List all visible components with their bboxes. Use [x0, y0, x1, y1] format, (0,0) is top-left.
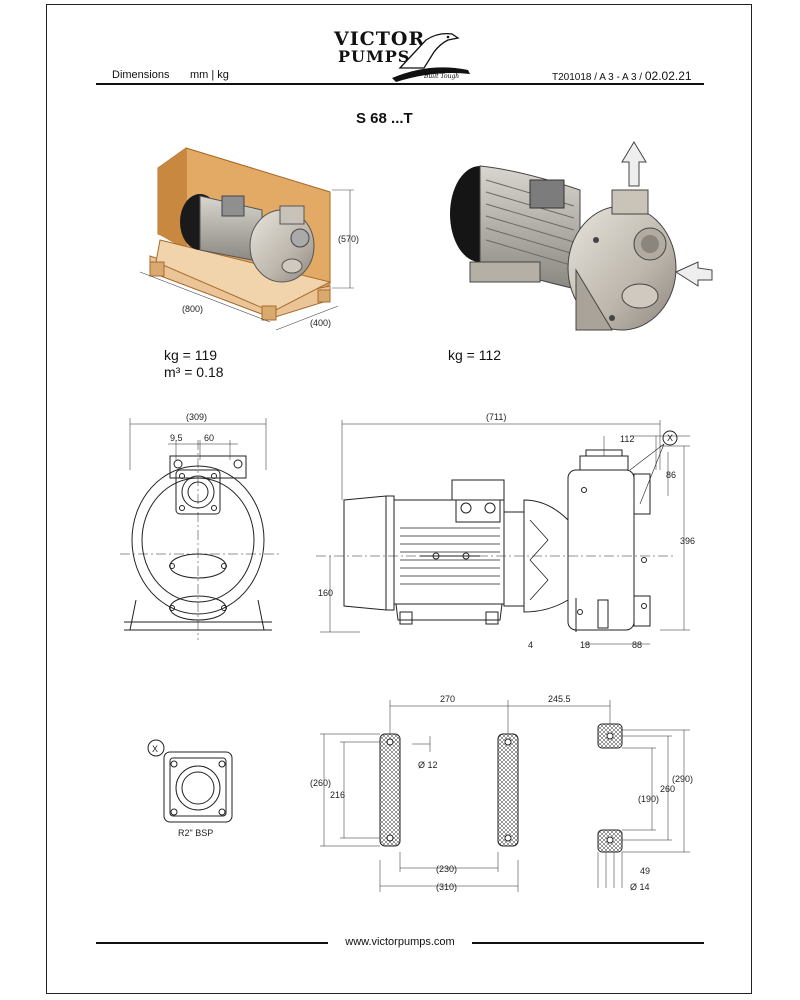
svg-text:160: 160 — [318, 588, 333, 598]
svg-text:X: X — [667, 433, 673, 443]
eagle-icon: Built Tough — [392, 32, 470, 82]
svg-text:(190): (190) — [638, 794, 659, 804]
svg-text:(711): (711) — [486, 412, 506, 422]
victor-pumps-logo: VICTOR PUMPS Built Tough — [334, 28, 474, 84]
flange-thread-label: R2" BSP — [178, 828, 213, 838]
svg-text:(800): (800) — [182, 304, 203, 314]
svg-text:245.5: 245.5 — [548, 694, 571, 704]
svg-text:Built Tough: Built Tough — [423, 73, 459, 80]
outlet-arrow-icon — [621, 141, 647, 187]
svg-text:(309): (309) — [186, 412, 207, 422]
feet-plan-dims: 270 245.5 Ø 12 (260) 216 (230) (310) (19… — [310, 694, 693, 892]
svg-text:88: 88 — [632, 640, 642, 650]
svg-text:396: 396 — [680, 536, 695, 546]
inlet-arrow-icon — [674, 261, 713, 287]
footer-website: www.victorpumps.com — [345, 936, 455, 948]
feet-plan — [320, 700, 690, 892]
units-label: mm | kg — [190, 69, 229, 81]
svg-text:(290): (290) — [672, 774, 693, 784]
pump-illustration — [450, 165, 677, 331]
svg-text:(570): (570) — [338, 234, 359, 244]
svg-text:(260): (260) — [310, 778, 331, 788]
doc-date: 02.02.21 — [644, 69, 692, 83]
dimensions-label: Dimensions — [112, 69, 170, 81]
svg-text:(310): (310) — [436, 882, 457, 892]
side-view — [316, 420, 690, 645]
svg-text:9.5: 9.5 — [170, 433, 183, 443]
packaged-weight: kg = 119 m³ = 0.18 — [164, 347, 224, 380]
svg-text:4: 4 — [528, 640, 533, 650]
svg-text:216: 216 — [330, 790, 345, 800]
page-frame — [46, 4, 752, 994]
header-rule — [96, 83, 704, 85]
svg-text:49: 49 — [640, 866, 650, 876]
front-view-dims: (309) 9.5 60 — [170, 412, 214, 443]
crate-illustration — [149, 147, 332, 321]
svg-text:270: 270 — [440, 694, 455, 704]
svg-text:86: 86 — [666, 470, 676, 480]
svg-text:112: 112 — [620, 434, 634, 444]
svg-text:(400): (400) — [310, 318, 331, 328]
unit-weight: kg = 112 — [448, 347, 502, 363]
doc-code: T201018 / A 3 - A 3 / 02.02.21 — [552, 69, 692, 83]
crate-dimensions: (570) (800) (400) — [139, 189, 359, 331]
svg-text:18: 18 — [580, 640, 590, 650]
model-title: S 68 ...T — [356, 110, 413, 127]
svg-text:60: 60 — [204, 433, 214, 443]
flange-detail — [147, 739, 233, 823]
svg-text:260: 260 — [660, 784, 675, 794]
front-view — [120, 418, 282, 640]
svg-text:Ø 12: Ø 12 — [418, 760, 438, 770]
svg-text:Ø 14: Ø 14 — [630, 882, 650, 892]
flange-marker: X — [152, 744, 158, 754]
svg-text:(230): (230) — [436, 864, 457, 874]
side-view-dims: (711) 112 86 396 160 4 18 88 X — [318, 412, 695, 650]
